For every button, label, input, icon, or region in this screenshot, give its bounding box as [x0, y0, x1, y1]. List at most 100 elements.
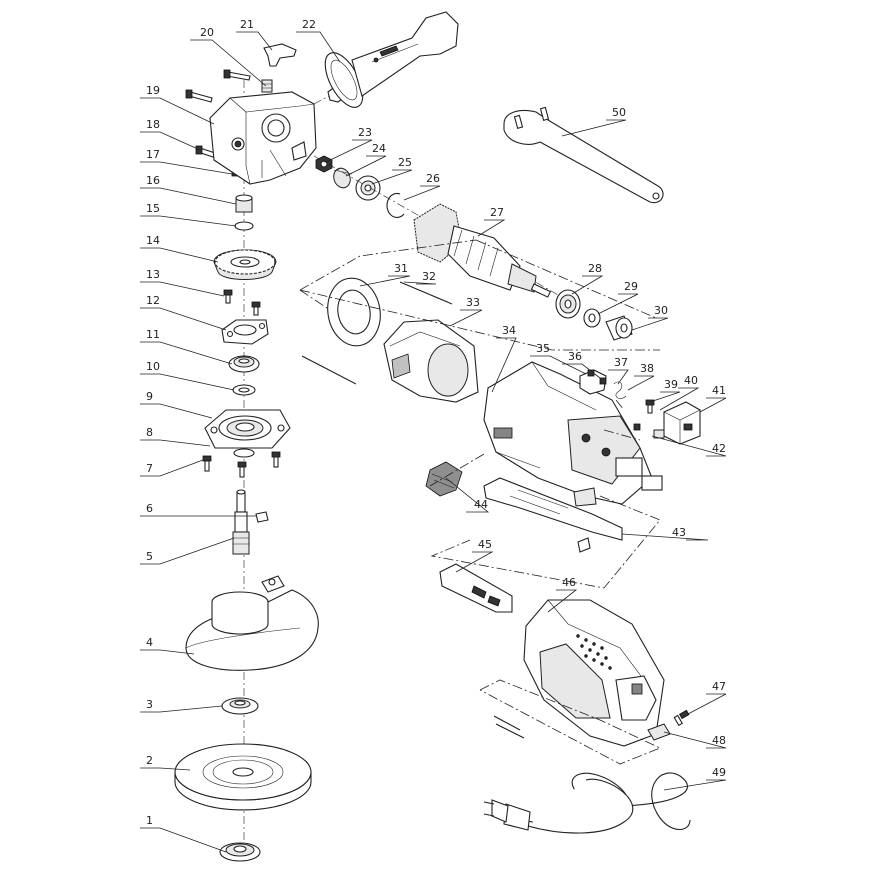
part-28-bearing: [555, 289, 581, 319]
part-20-21-spindle-lock: [261, 43, 297, 93]
part-label-38: 38: [640, 362, 654, 375]
part-label-47: 47: [712, 680, 726, 693]
part-25-bearing: [355, 175, 381, 201]
part-39-40-screws: [633, 399, 655, 431]
part-label-46: 46: [562, 576, 576, 589]
part-26-circlip: [386, 192, 405, 218]
part-23-nut: [315, 155, 333, 173]
part-label-35: 35: [536, 342, 550, 355]
part-7-screws: [202, 451, 281, 478]
part-label-49: 49: [712, 766, 726, 779]
part-44-switch-button: [425, 461, 463, 497]
part-label-15: 15: [146, 202, 160, 215]
part-label-1: 1: [146, 814, 153, 827]
part-label-34: 34: [502, 324, 516, 337]
part-label-44: 44: [474, 498, 488, 511]
part-33-stator: [383, 319, 479, 403]
part-label-17: 17: [146, 148, 160, 161]
part-5-6-spindle: [232, 489, 269, 555]
part-label-12: 12: [146, 294, 160, 307]
assembly-outline-armature: [299, 239, 660, 351]
part-15-circlip: [234, 221, 254, 231]
part-label-37: 37: [614, 356, 628, 369]
part-50-spanner: [503, 106, 664, 204]
part-3-inner-flange: [221, 697, 259, 715]
part-label-27: 27: [490, 206, 504, 219]
part-1-flange-nut: [219, 842, 261, 862]
part-label-39: 39: [664, 378, 678, 391]
part-label-14: 14: [146, 234, 160, 247]
part-48-cable-clamp: [647, 723, 671, 741]
assembly-outline-baffle: [299, 289, 331, 311]
assembly-outline-cord: [479, 679, 662, 765]
part-4-wheel-guard: [185, 575, 319, 671]
part-32-long-screws: [301, 281, 453, 385]
part-label-26: 26: [426, 172, 440, 185]
part-49-power-cord: [483, 715, 691, 834]
part-label-41: 41: [712, 384, 726, 397]
part-31-baffle-ring: [327, 277, 381, 347]
part-label-13: 13: [146, 268, 160, 281]
part-label-18: 18: [146, 118, 160, 131]
part-label-6: 6: [146, 502, 153, 515]
part-label-30: 30: [654, 304, 668, 317]
assembly-outline-brushes: [603, 399, 641, 441]
leader-lines: [140, 31, 727, 853]
part-10-washer: [232, 384, 256, 396]
part-8-9-bearing-plate: [204, 409, 291, 458]
part-11-bearing: [228, 355, 260, 373]
part-34-motor-housing: [483, 361, 663, 507]
part-45-switch-slide: [439, 563, 513, 613]
part-label-32: 32: [422, 270, 436, 283]
part-43-switch-rod: [483, 477, 623, 553]
part-label-11: 11: [146, 328, 160, 341]
part-label-3: 3: [146, 698, 153, 711]
part-label-36: 36: [568, 350, 582, 363]
part-label-24: 24: [372, 142, 386, 155]
part-29-washer: [583, 308, 601, 328]
part-label-16: 16: [146, 174, 160, 187]
part-2-grinding-disc: [174, 743, 312, 811]
part-label-9: 9: [146, 390, 153, 403]
part-label-42: 42: [712, 442, 726, 455]
part-label-43: 43: [672, 526, 686, 539]
part-label-23: 23: [358, 126, 372, 139]
part-13-screws: [223, 289, 261, 316]
part-label-4: 4: [146, 636, 153, 649]
part-label-29: 29: [624, 280, 638, 293]
part-12-retaining-plate: [221, 319, 269, 345]
part-41-switch: [653, 401, 701, 445]
part-46-rear-cover: [523, 599, 665, 747]
part-label-22: 22: [302, 18, 316, 31]
part-label-5: 5: [146, 550, 153, 563]
part-24-pinion: [333, 167, 353, 189]
part-label-25: 25: [398, 156, 412, 169]
part-label-31: 31: [394, 262, 408, 275]
part-30-bush: [605, 315, 633, 341]
part-37-38-brush-spring: [613, 381, 627, 399]
part-47-screw: [673, 709, 690, 727]
part-label-45: 45: [478, 538, 492, 551]
part-14-bevel-gear: [213, 249, 277, 280]
part-16-needle-bearing: [235, 194, 253, 213]
part-22-side-handle: [313, 11, 459, 108]
part-label-21: 21: [240, 18, 254, 31]
part-label-7: 7: [146, 462, 153, 475]
part-label-40: 40: [684, 374, 698, 387]
part-label-48: 48: [712, 734, 726, 747]
part-35-36-brush-holder: [579, 369, 607, 395]
part-label-19: 19: [146, 84, 160, 97]
part-label-2: 2: [146, 754, 153, 767]
part-label-8: 8: [146, 426, 153, 439]
part-19-gear-housing: [209, 91, 317, 185]
part-label-10: 10: [146, 360, 160, 373]
vent-holes: [576, 634, 612, 670]
part-label-20: 20: [200, 26, 214, 39]
assembly-outline-switch: [429, 453, 661, 589]
part-label-28: 28: [588, 262, 602, 275]
part-label-33: 33: [466, 296, 480, 309]
part-27-armature: [313, 155, 561, 298]
part-label-50: 50: [612, 106, 626, 119]
